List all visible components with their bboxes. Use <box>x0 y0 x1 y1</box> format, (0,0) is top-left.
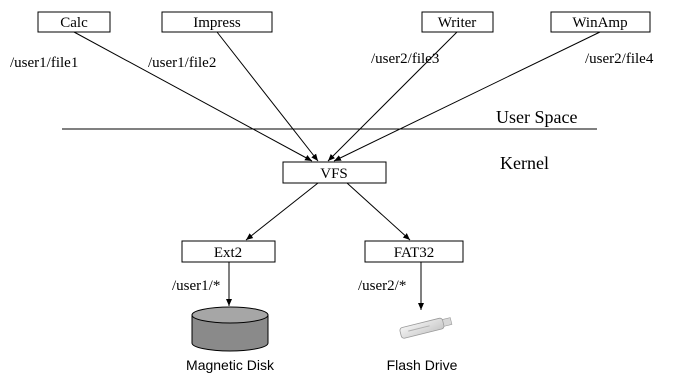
arrow-calc-to-vfs <box>73 31 313 162</box>
path-label-file3: /user2/file3 <box>371 51 439 67</box>
app-box-writer: Writer <box>421 11 494 33</box>
kernel-label: Kernel <box>500 153 549 173</box>
disk-cylinder-icon <box>191 306 269 352</box>
vfs-box: VFS <box>282 161 387 184</box>
app-label-writer: Writer <box>438 15 477 31</box>
path-label-file2: /user1/file2 <box>148 55 216 71</box>
fs-label-ext2: Ext2 <box>214 245 242 261</box>
arrow-impress-to-vfs <box>216 31 319 162</box>
arrow-vfs-to-fat32 <box>346 182 411 241</box>
app-label-impress: Impress <box>193 15 241 31</box>
arrow-writer-to-vfs <box>327 31 458 162</box>
device-label-magnetic-disk: Magnetic Disk <box>186 357 275 373</box>
app-box-calc: Calc <box>37 11 111 33</box>
path-label-file1: /user1/file1 <box>10 55 78 71</box>
path-label-file4: /user2/file4 <box>585 51 654 67</box>
flash-drive-icon <box>399 317 453 339</box>
mount-label-user1: /user1/* <box>172 278 220 294</box>
app-label-winamp: WinAmp <box>572 15 627 31</box>
mount-label-user2: /user2/* <box>358 278 406 294</box>
user-space-label: User Space <box>496 107 577 127</box>
arrow-vfs-to-ext2 <box>245 182 319 241</box>
app-label-calc: Calc <box>60 15 88 31</box>
app-box-winamp: WinAmp <box>550 11 651 33</box>
arrow-winamp-to-vfs <box>333 31 601 162</box>
app-box-impress: Impress <box>161 11 273 33</box>
fs-label-fat32: FAT32 <box>394 245 435 261</box>
fs-box-ext2: Ext2 <box>181 240 276 263</box>
fs-box-fat32: FAT32 <box>364 240 464 263</box>
vfs-label: VFS <box>320 166 348 182</box>
device-label-flash-drive: Flash Drive <box>387 357 458 373</box>
